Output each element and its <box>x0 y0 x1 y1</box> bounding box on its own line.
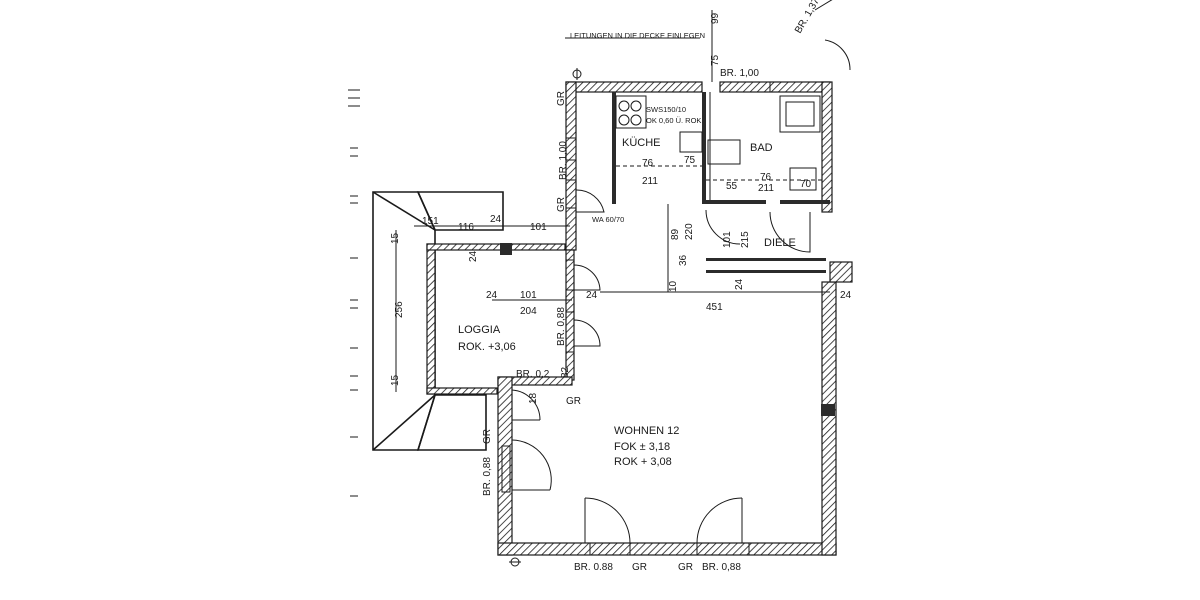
dim-c-220: 220 <box>684 223 695 240</box>
dim-l-101a: 101 <box>530 222 547 233</box>
bath-fixtures <box>706 95 822 191</box>
dim-c-36: 36 <box>678 254 689 266</box>
loggia-level-label: ROK. +3,06 <box>458 341 516 353</box>
dim-c-89: 89 <box>670 228 681 240</box>
stove-height-label: OK 0,60 Ü. ROK <box>646 116 701 125</box>
dim-l-204: 204 <box>520 306 537 317</box>
dim-w-451: 451 <box>706 302 723 313</box>
dim-l-24c: 24 <box>486 290 498 301</box>
dim-bottom-br088-a: BR. 0.88 <box>574 562 613 573</box>
dim-gr-left: GR <box>482 429 493 444</box>
dim-l-116: 116 <box>458 222 474 233</box>
dim-br137: BR. 1,37 <box>793 0 822 36</box>
dim-c-24: 24 <box>734 278 745 290</box>
dim-b-55: 55 <box>726 181 738 192</box>
dim-l-256: 256 <box>394 301 405 318</box>
dim-gr-window: GR <box>556 197 567 212</box>
stove-label: SWS150/10 <box>646 105 686 114</box>
dim-l-15a: 15 <box>390 232 401 244</box>
dim-bottom-br088-b: BR. 0,88 <box>702 562 741 573</box>
dim-b-211: 211 <box>758 183 774 194</box>
dim-c-10: 10 <box>668 280 679 292</box>
dimension-lines <box>395 10 830 392</box>
dim-top-75: 75 <box>710 54 721 66</box>
room-bath-label: BAD <box>750 142 773 154</box>
margin-ticks <box>348 89 360 497</box>
dim-l-151: 151 <box>422 216 439 227</box>
dim-gr-living: GR <box>566 396 581 407</box>
dim-l-24b: 24 <box>468 250 479 262</box>
room-kitchen-label: KÜCHE <box>622 137 661 149</box>
door-swings <box>511 0 851 544</box>
dim-left-br088: BR. 0,88 <box>482 457 493 496</box>
dim-c-215: 215 <box>740 231 751 248</box>
dim-k-75: 75 <box>684 155 696 166</box>
dim-l-24a: 24 <box>490 214 502 225</box>
dim-w-18: 18 <box>528 392 539 404</box>
living-rok-label: ROK + 3,08 <box>614 456 672 468</box>
exterior-walls <box>497 81 853 556</box>
windows <box>501 81 771 556</box>
dim-l-15b: 15 <box>390 374 401 386</box>
dim-k-76: 76 <box>642 158 654 169</box>
room-hall-label: DIELE <box>764 237 796 249</box>
room-living-label: WOHNEN 12 <box>614 425 679 437</box>
dim-w-24: 24 <box>840 290 852 301</box>
dim-b-70: 70 <box>800 179 812 190</box>
dim-gr-kitchen: GR <box>556 91 567 106</box>
dim-l-24d: 24 <box>586 290 598 301</box>
dim-l-101b: 101 <box>520 290 537 301</box>
living-fok-label: FOK ± 3,18 <box>614 441 670 453</box>
ceiling-lines-note: LEITUNGEN IN DIE DECKE EINLEGEN <box>570 31 705 40</box>
kitchen-fixtures <box>615 95 741 167</box>
dim-gr-bottom-b: GR <box>678 562 693 573</box>
dim-l-br088: BR. 0,88 <box>556 307 567 346</box>
dim-br100-top: BR. 1,00 <box>720 68 759 79</box>
dim-top-99: 99 <box>710 12 721 24</box>
dim-br100-left: BR. 1,00 <box>558 141 569 180</box>
sink-label: WA 60/70 <box>592 215 624 224</box>
loggia-railing <box>426 243 566 395</box>
axis-markers <box>509 68 582 567</box>
dim-w-82: 82 <box>560 366 571 378</box>
dim-br02: BR. 0,2 <box>516 369 550 380</box>
loggia-roof-outline <box>372 191 504 451</box>
room-loggia-label: LOGGIA <box>458 324 501 336</box>
interior-walls <box>500 92 835 416</box>
dim-c-101: 101 <box>722 231 733 248</box>
dim-b-76: 76 <box>760 172 772 183</box>
dim-gr-bottom-a: GR <box>632 562 647 573</box>
dim-k-211: 211 <box>642 176 658 187</box>
